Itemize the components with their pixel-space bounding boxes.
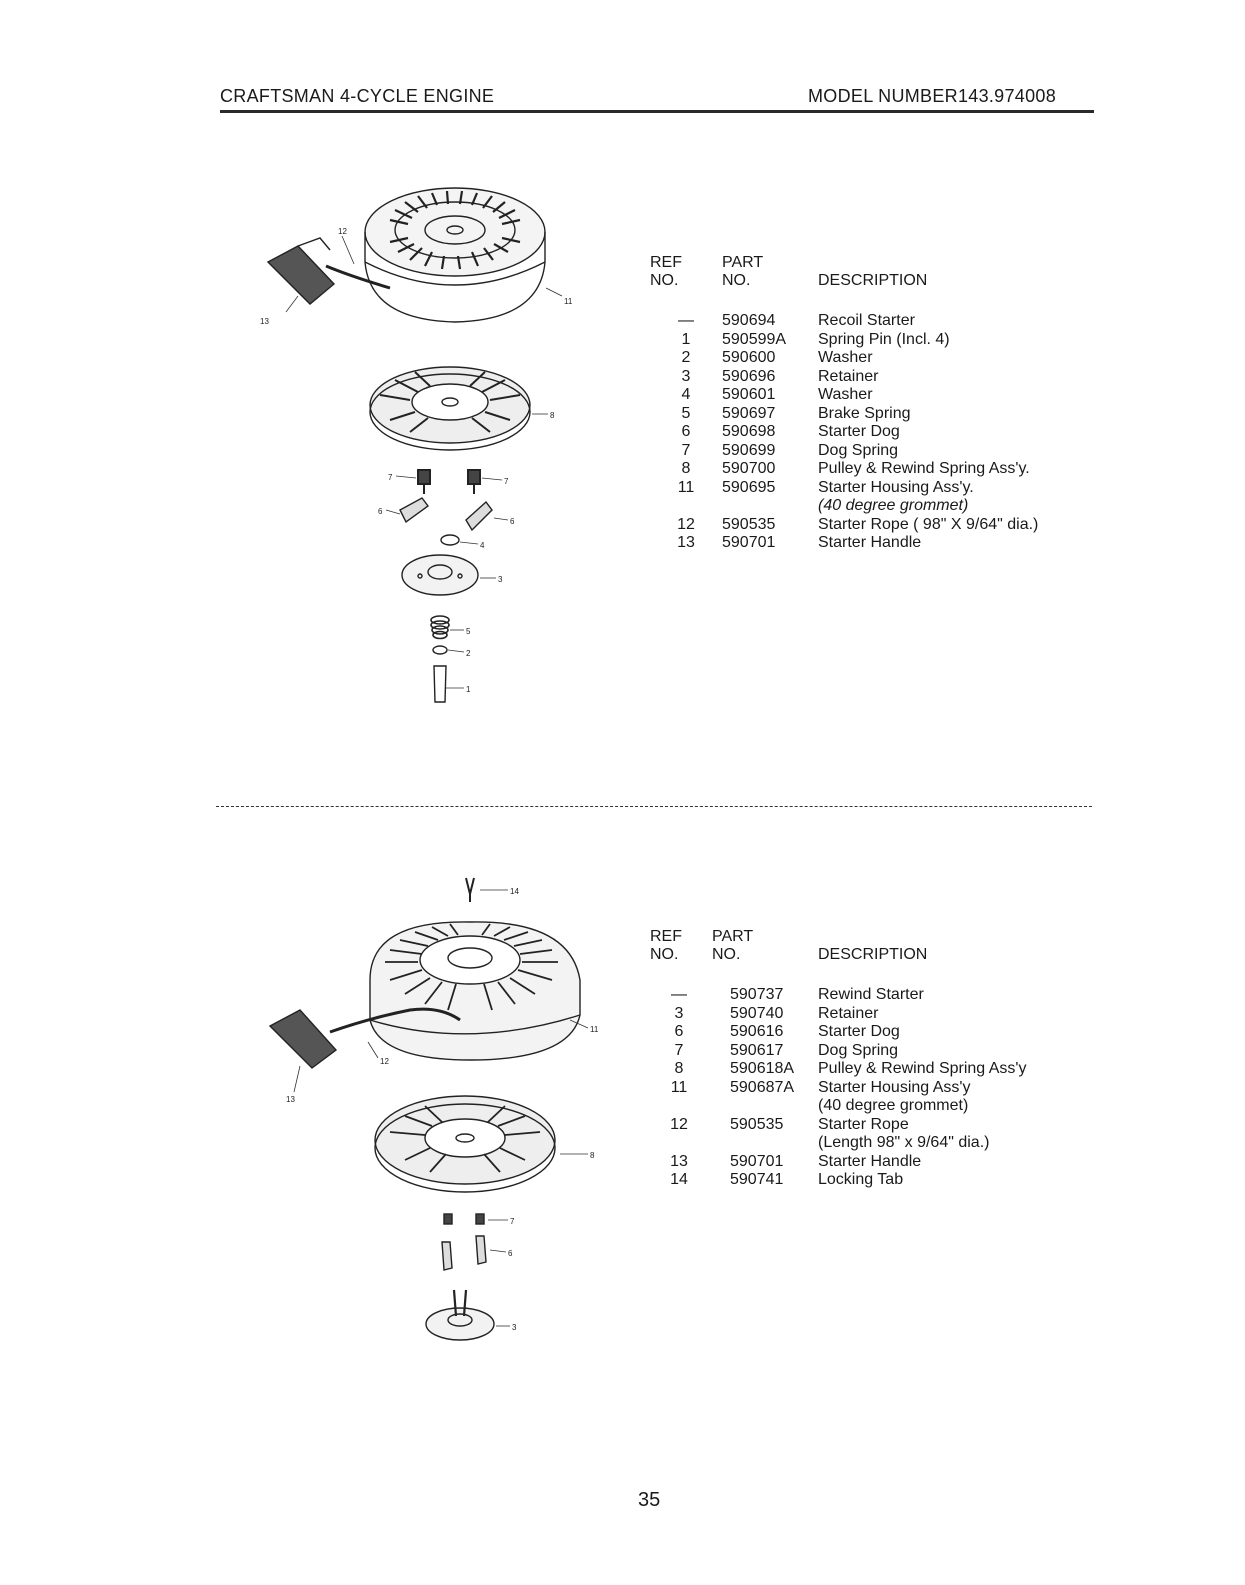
dog-spring-left [417, 469, 431, 494]
header-rule [220, 110, 1094, 113]
dog-spring-right [467, 469, 481, 494]
label-14: 14 [510, 887, 519, 896]
starter-handle [266, 237, 336, 305]
rewind-starter-diagram: 14 11 12 13 8 7 6 3 [268, 877, 599, 1341]
col-ref-label: REF [650, 928, 682, 945]
page-number: 35 [638, 1489, 661, 1511]
starter-housing [364, 187, 546, 323]
label-11: 11 [590, 1025, 599, 1034]
col-ref-label-2: NO. [650, 272, 679, 289]
label-6-left: 6 [378, 507, 383, 516]
label-13: 13 [260, 317, 269, 326]
starter-dog-left [441, 1241, 453, 1271]
label-3: 3 [512, 1323, 517, 1332]
brake-spring [430, 615, 450, 640]
label-5: 5 [466, 627, 471, 636]
label-3: 3 [498, 575, 503, 584]
label-11: 11 [564, 297, 573, 306]
starter-dog-right [465, 500, 493, 532]
retainer [401, 554, 479, 596]
washer-2 [432, 645, 448, 655]
col-part-label: PART [722, 254, 764, 271]
col-desc-label: DESCRIPTION [818, 272, 928, 289]
starter-dog-right [475, 1235, 487, 1265]
dog-spring-right [475, 1213, 485, 1225]
starter-dog-left [399, 497, 429, 524]
spring-pin [433, 665, 447, 703]
washer-4 [440, 534, 460, 546]
label-7: 7 [510, 1217, 515, 1226]
label-7-left: 7 [388, 473, 393, 482]
header-title: CRAFTSMAN 4-CYCLE ENGINE [220, 86, 495, 106]
col-ref-label: REF [650, 254, 682, 271]
starter-housing [369, 921, 581, 1061]
label-4: 4 [480, 541, 485, 550]
starter-rope [325, 264, 391, 290]
retainer [425, 1289, 495, 1341]
label-13: 13 [286, 1095, 295, 1104]
col-part-label-2: NO. [712, 946, 741, 963]
label-12: 12 [338, 227, 347, 236]
pulley [369, 366, 531, 451]
label-8: 8 [590, 1151, 595, 1160]
label-12: 12 [380, 1057, 389, 1066]
section-divider [216, 806, 1092, 808]
header-model-number: MODEL NUMBER143.974008 [808, 86, 1057, 106]
starter-handle [268, 1009, 338, 1069]
dog-spring-left [443, 1213, 453, 1225]
recoil-starter-diagram: 12 13 11 8 7 7 6 6 4 3 5 2 1 [260, 187, 573, 703]
label-6: 6 [508, 1249, 513, 1258]
label-7-right: 7 [504, 477, 509, 486]
col-part-label: PART [712, 928, 754, 945]
pulley [374, 1095, 556, 1193]
label-8: 8 [550, 411, 555, 420]
label-1: 1 [466, 685, 471, 694]
locking-tab [465, 877, 475, 902]
col-desc-label: DESCRIPTION [818, 946, 928, 963]
starter-rope [329, 1007, 461, 1034]
col-ref-label-2: NO. [650, 946, 679, 963]
label-6-right: 6 [510, 517, 515, 526]
label-2: 2 [466, 649, 471, 658]
col-part-label-2: NO. [722, 272, 751, 289]
